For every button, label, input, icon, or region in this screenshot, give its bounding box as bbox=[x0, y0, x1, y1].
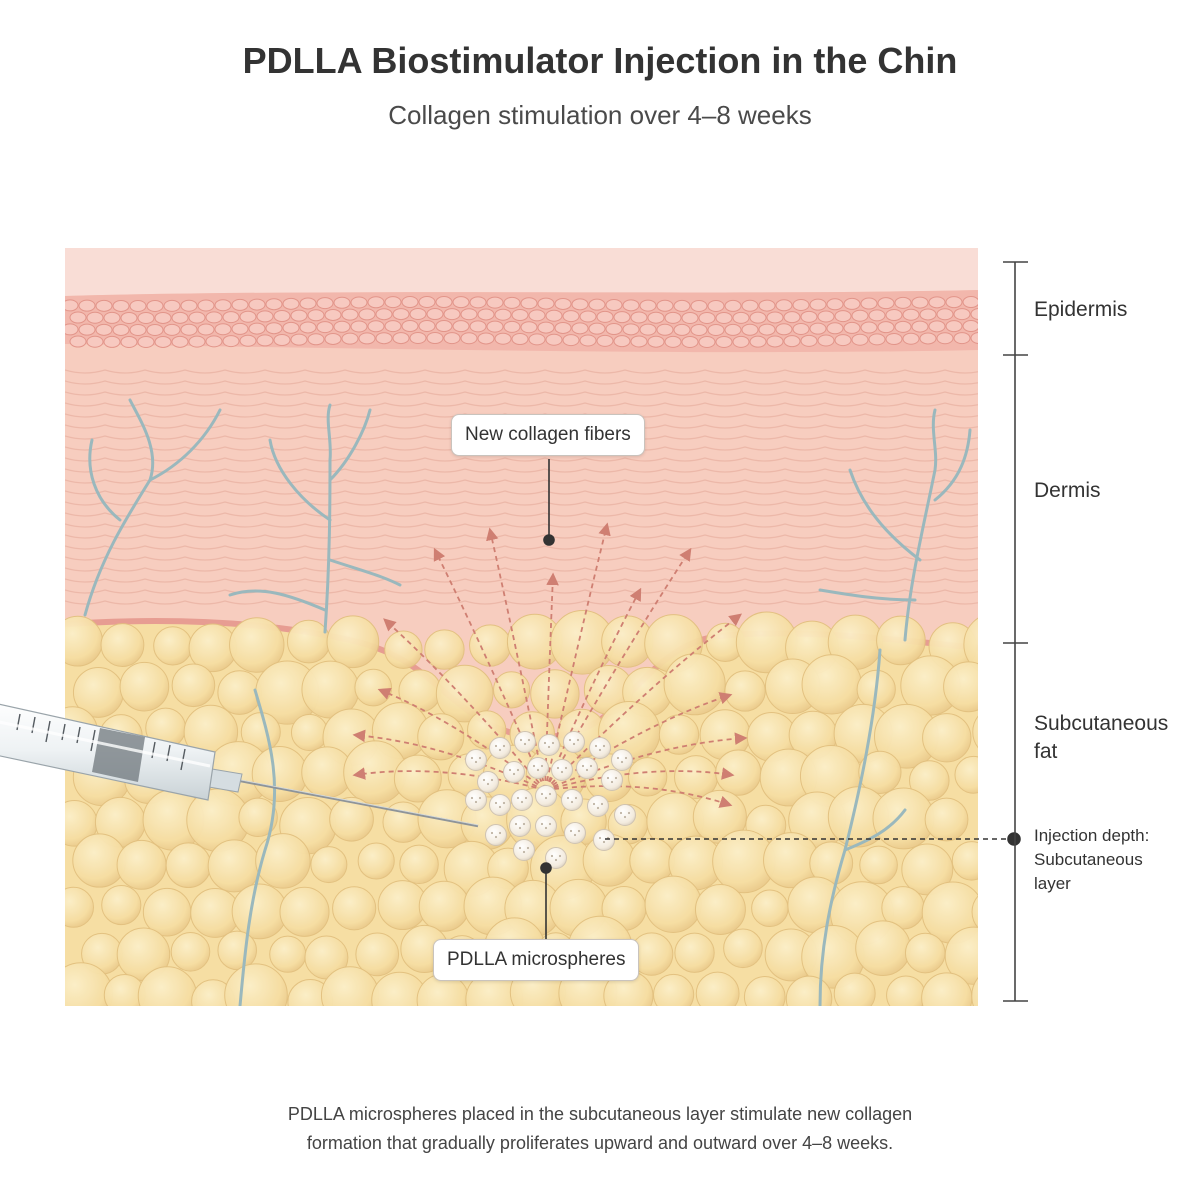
stratum-corneum bbox=[65, 248, 978, 296]
callout-collagen: New collagen fibers bbox=[451, 414, 645, 456]
diagram-title: PDLLA Biostimulator Injection in the Chi… bbox=[242, 40, 958, 81]
syringe-icon bbox=[0, 703, 479, 828]
depth-line-2: Subcutaneous bbox=[1034, 850, 1143, 869]
dermis-layer bbox=[65, 248, 978, 737]
blood-vessel-icon bbox=[83, 398, 972, 1006]
callout-leaders bbox=[540, 459, 1021, 940]
caption: PDLLA microspheres placed in the subcuta… bbox=[150, 1100, 1050, 1158]
label-epidermis: Epidermis bbox=[1034, 298, 1128, 321]
microsphere-icon bbox=[465, 731, 636, 869]
depth-line-1: Injection depth: bbox=[1034, 826, 1150, 845]
layer-scale-bar bbox=[1003, 261, 1028, 1002]
depth-line-3: layer bbox=[1034, 874, 1071, 893]
callout-microspheres: PDLLA microspheres bbox=[433, 939, 640, 981]
label-subcutaneous-2: fat bbox=[1034, 740, 1058, 763]
caption-line-2: formation that gradually proliferates up… bbox=[306, 1133, 894, 1153]
label-subcutaneous-1: Subcutaneous bbox=[1034, 712, 1169, 735]
label-dermis: Dermis bbox=[1034, 479, 1101, 502]
diagram-subtitle: Collagen stimulation over 4–8 weeks bbox=[388, 100, 812, 130]
injection-depth-label: Injection depth: Subcutaneous layer bbox=[1034, 824, 1194, 896]
epidermal-cells bbox=[65, 296, 978, 348]
caption-line-1: PDLLA microspheres placed in the subcuta… bbox=[287, 1104, 913, 1124]
